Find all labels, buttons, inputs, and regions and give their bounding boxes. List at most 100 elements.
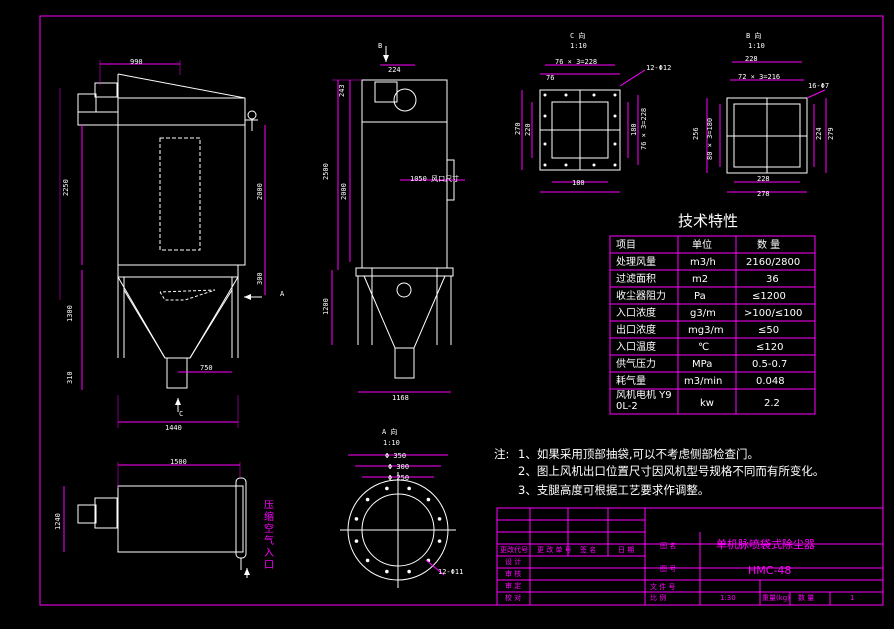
dim-2000: 2000: [256, 183, 264, 200]
spec-table: 技术特性 项目 单位 数 量 处理风量 m3/h 2160/2800 过滤面积 …: [609, 212, 816, 415]
rev-header: 更 改 单 号: [537, 545, 572, 554]
dim-2500: 2500: [322, 163, 330, 180]
notes: 注: 1、如果采用顶部抽袋,可以不考虑侧部检查门。 2、图上风机出口位置尺寸因风…: [494, 447, 824, 497]
role-label: 审 定: [505, 581, 521, 590]
c-view-scale: 1:10: [570, 42, 587, 50]
a-dim-250: Φ 250: [388, 474, 409, 482]
plan-view: 1500 1240 压缩空气入口: [54, 458, 274, 578]
rev-header: 日 期: [618, 546, 634, 554]
sheet-value: 1: [850, 594, 854, 602]
rev-header: 签 名: [580, 545, 596, 554]
role-label: 校 对: [505, 593, 521, 602]
spec-row-value: 0.5-0.7: [752, 359, 787, 370]
dim-300: 300: [256, 272, 264, 285]
dim-990: 990: [130, 58, 143, 66]
flange-bolt-hole: [354, 517, 359, 521]
side-view: B 224 243 2500 2000 1200 1050 风口尺寸 1168: [322, 42, 465, 402]
spec-row-unit: m2: [692, 274, 708, 285]
spec-table-title: 技术特性: [678, 212, 738, 230]
a-dim-300: Φ 300: [388, 463, 409, 471]
spec-row-value: >100/≤100: [744, 308, 802, 319]
c-view-title: C 向: [570, 31, 585, 40]
spec-row-item: 耗气量: [616, 374, 646, 387]
role-label: 审 核: [505, 569, 521, 578]
spec-header-qty: 数 量: [757, 238, 780, 251]
b-dim-72: 72 × 3=216: [738, 73, 780, 81]
note-item: 2、图上风机出口位置尺寸因风机型号规格不同而有所变化。: [518, 464, 824, 478]
drawing-no-label: 图 号: [660, 565, 676, 573]
spec-row-item: 供气压力: [616, 357, 656, 370]
spec-row-value: 2.2: [764, 398, 780, 409]
spec-header-item: 项目: [616, 239, 636, 251]
flange-bolt-hole: [407, 569, 411, 574]
a-view-scale: 1:10: [383, 439, 400, 447]
dim-310: 310: [66, 371, 74, 384]
sheet-label: 数 量: [798, 593, 814, 602]
dim-1300: 1300: [66, 305, 74, 322]
a-holes-label: 12-Φ11: [438, 568, 463, 576]
b-dim-279: 279: [827, 127, 835, 140]
drawing-no: HMC-48: [748, 564, 791, 577]
drawing-border: [39, 15, 884, 606]
flange-bolt-hole: [437, 517, 442, 521]
spec-row-item: 入口浓度: [616, 306, 656, 319]
spec-row-value: 36: [766, 274, 779, 285]
c-dim-76b: 76 × 3=228: [640, 108, 648, 150]
flange-bolt-hole: [385, 569, 389, 574]
spec-row-unit: g3/m: [690, 308, 716, 319]
b-dim-228-bottom: 228: [757, 175, 770, 183]
dim-750: 750: [200, 364, 213, 372]
b-holes: 16-Φ7: [808, 82, 829, 90]
role-label: 设 计: [505, 557, 521, 566]
spec-row-unit: kw: [700, 398, 714, 409]
rev-header: 更改代号: [500, 545, 528, 554]
flange-bolt-hole: [437, 539, 442, 543]
spec-row-value: ≤1200: [752, 291, 786, 302]
c-dim-270: 270: [514, 122, 522, 135]
c-dim-220: 220: [524, 123, 532, 136]
spec-row-unit: m3/h: [690, 257, 716, 268]
dim-2000-side: 2000: [340, 183, 348, 200]
note-item: 1、如果采用顶部抽袋,可以不考虑侧部检查门。: [518, 447, 759, 461]
spec-row-item: 入口温度: [616, 340, 656, 353]
flange-bolt-hole: [365, 497, 370, 502]
spec-row-item: 出口浓度: [616, 323, 656, 336]
flange-bolt-hole: [354, 539, 359, 543]
spec-row-unit: mg3/m: [688, 325, 724, 336]
c-dim-76: 76: [546, 74, 554, 82]
flange-bolt-hole: [407, 486, 411, 491]
dim-243: 243: [338, 84, 346, 97]
c-holes: 12-Φ12: [646, 64, 671, 72]
compressed-air-inlet-label: 压缩空气入口: [264, 500, 274, 571]
flange-bolt-hole: [385, 486, 389, 491]
c-dim-180-v: 180: [630, 123, 638, 136]
spec-row-value: ≤50: [758, 325, 779, 336]
b-view: B 向 1:10 228 72 × 3=216 16-Φ7 256 80 × 3…: [692, 31, 835, 198]
spec-row-value: 0.048: [756, 376, 785, 387]
arrow-a-label: A: [280, 290, 285, 298]
title-block: 更改代号 更 改 单 号 签 名 日 期 设 计 审 核 审 定 校 对 图 名…: [496, 507, 884, 606]
c-dim-180: 180: [572, 179, 585, 187]
arrow-b-label: B: [378, 42, 382, 50]
dim-224: 224: [388, 66, 401, 74]
front-view: A C 990 2250 2000 300 1300 310 750 1440: [59, 58, 285, 432]
note-item: 3、支腿高度可根据工艺要求作调整。: [518, 483, 709, 497]
flange-bolt-hole: [365, 558, 370, 563]
dim-1440: 1440: [165, 424, 182, 432]
b-view-scale: 1:10: [748, 42, 765, 50]
a-dim-350: Φ 350: [385, 452, 406, 460]
a-view-title: A 向: [382, 427, 397, 436]
notes-label: 注:: [494, 447, 509, 461]
file-no-label: 文 件 号: [650, 582, 675, 591]
dim-2250: 2250: [62, 179, 70, 196]
dim-1240: 1240: [54, 513, 62, 530]
c-view: C 向 1:10 76 × 3=228 76 12-Φ12 270 220 18…: [514, 31, 671, 193]
dim-1168: 1168: [392, 394, 409, 402]
b-dim-256: 256: [692, 127, 700, 140]
fan-outlet-note: 1050 风口尺寸: [410, 174, 459, 183]
arrow-c-label: C: [179, 410, 183, 418]
spec-row-unit: MPa: [692, 359, 712, 370]
b-dim-278: 278: [757, 190, 770, 198]
spec-row-unit: m3/min: [684, 376, 722, 387]
spec-row-item: 收尘器阻力: [616, 289, 666, 302]
